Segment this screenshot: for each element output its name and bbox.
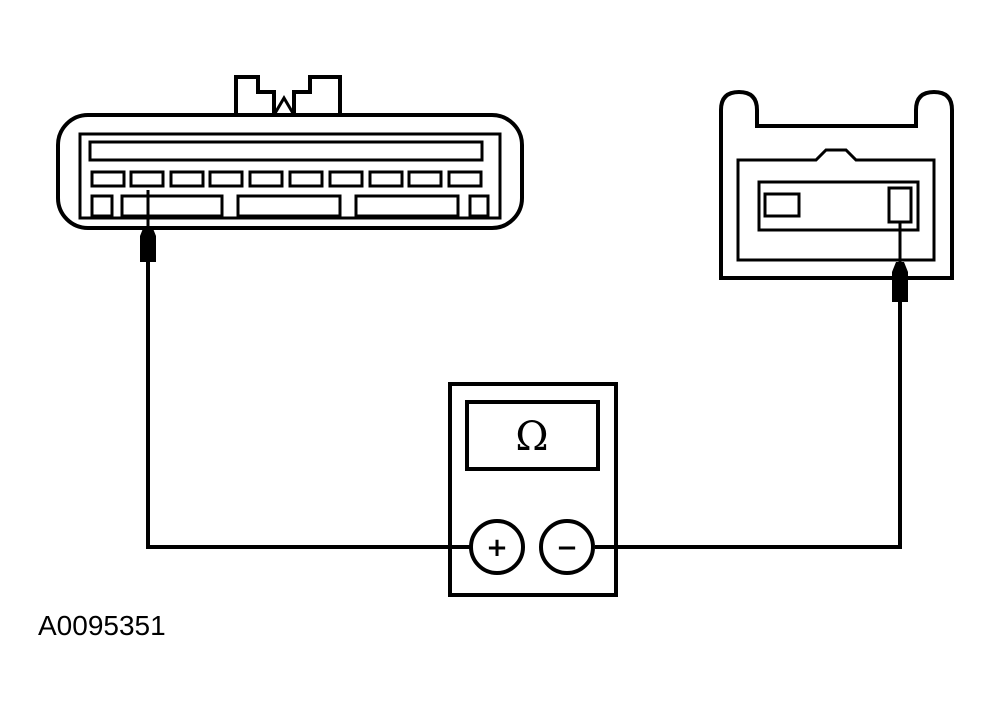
connector-terminal: [887, 186, 913, 224]
negative-jack: [539, 519, 595, 575]
figure-id: A0095351: [38, 610, 166, 641]
positive-jack-label: +: [486, 533, 508, 563]
connector-pin: [129, 170, 165, 188]
connector-lock-tab: [292, 75, 342, 115]
connector-top-slot: [88, 140, 484, 162]
ohmmeter: Ω + −: [448, 382, 618, 597]
connector-pin: [447, 170, 483, 188]
positive-jack: [469, 519, 525, 575]
connector-pin: [248, 170, 284, 188]
connector-pin: [169, 170, 205, 188]
negative-jack-label: −: [556, 533, 578, 563]
ohm-symbol: Ω: [515, 414, 548, 460]
connector-housing: [719, 89, 954, 280]
connector-pin: [407, 170, 443, 188]
negative-test-lead: [595, 302, 902, 549]
meter-body: [448, 382, 618, 597]
positive-test-lead: [146, 262, 470, 549]
connector-lock-tab: [234, 75, 276, 115]
negative-test-probe: [892, 222, 908, 302]
connector-pin: [90, 170, 126, 188]
connector-pin: [288, 170, 324, 188]
multi-pin-connector: [56, 75, 524, 230]
connector-terminal: [763, 192, 801, 218]
two-pin-connector: [719, 89, 954, 280]
positive-test-probe: [140, 190, 156, 262]
connector-pin-row: [90, 170, 483, 188]
connector-pin: [368, 170, 404, 188]
meter-display: [465, 400, 600, 471]
connector-pin: [328, 170, 364, 188]
connector-housing: [56, 113, 524, 230]
connector-pin: [208, 170, 244, 188]
